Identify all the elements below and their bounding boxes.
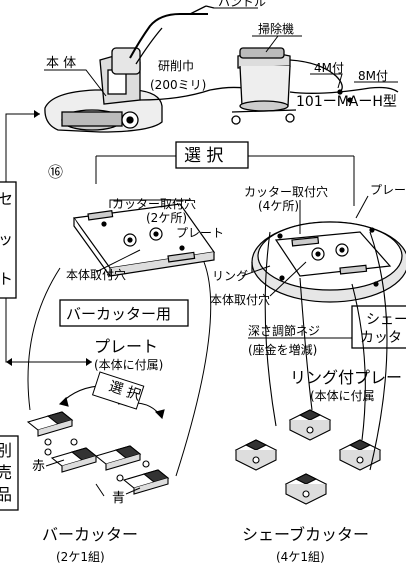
bar-cutter-use-box: バーカッター用 — [59, 299, 189, 327]
body-holes-left: 本体取付穴 — [66, 267, 126, 282]
set-char-2: ッ — [0, 230, 13, 248]
grinder-machine — [44, 5, 261, 133]
cleaner-label: 掃除機 — [258, 21, 294, 36]
bar-cutter-use-label: バーカッター用 — [66, 305, 171, 323]
vacuum-cleaner — [231, 47, 399, 125]
set-char-3: ト — [0, 270, 13, 288]
bar-plate — [72, 203, 216, 277]
left-set-box: セ ッ ト — [0, 110, 92, 366]
blue-label: 青 — [112, 491, 125, 506]
plate-title: プレート — [94, 337, 158, 356]
bar-plate-labels: カッター取付穴 (2ケ所) プレート 本体取付穴 — [66, 196, 224, 282]
depth-screw: 深さ調節ネジ — [248, 323, 320, 338]
sold-char-3: 品 — [0, 485, 12, 504]
cable-8m-label: 8M付 — [358, 69, 388, 83]
shave-cutter-box: シェー カッタ — [351, 305, 406, 349]
bar-cutters — [26, 385, 170, 495]
sold-char-1: 別 — [0, 441, 12, 460]
shave-cutters — [234, 231, 388, 505]
connector-lines — [27, 261, 212, 477]
washer-note: (座金を増減) — [248, 342, 317, 357]
cutter-holes-4: カッター取付穴 — [244, 184, 328, 199]
cutter-holes-2: カッター取付穴 — [112, 196, 196, 211]
shave-cutter-title: シェーブカッター — [242, 525, 369, 544]
handle-label: ハンドル — [218, 0, 266, 9]
bar-cutter-set: (2ケ1組) — [56, 550, 105, 564]
shave-box-line-2: カッタ — [360, 330, 402, 346]
cutter-holes-2-count: (2ケ所) — [146, 211, 187, 225]
circled-16: ⑯ — [48, 163, 63, 181]
ring-plate-title: リング付プレー — [290, 368, 402, 387]
model-label: 101ーMAーH型 — [296, 94, 397, 110]
sold-char-2: 売 — [0, 463, 12, 482]
plate-title-group: プレート (本体に付属) リング付プレー (本体に付属 — [94, 337, 402, 403]
grinding-width-label: 研削巾 — [158, 59, 194, 73]
cable-4m-label: 4M付 — [314, 61, 344, 75]
red-label: 赤 — [32, 459, 45, 474]
bar-cutter-title: バーカッター — [42, 525, 138, 544]
sold-separately-box: 別 売 品 — [0, 435, 19, 511]
shave-cutter-set: (4ケ1組) — [276, 550, 325, 564]
top-labels: ハンドル 本 体 研削巾 (200ミリ) 掃除機 4M付 8M付 101ーMAー… — [44, 0, 398, 110]
plate-label-1: プレート — [176, 226, 224, 240]
ring-label: リング — [212, 269, 248, 283]
bottom-labels: バーカッター (2ケ1組) シェーブカッター (4ケ1組) — [42, 525, 369, 564]
set-char-1: セ — [0, 190, 13, 208]
select-label: 選 択 — [184, 146, 223, 166]
plate-note: (本体に付属) — [94, 358, 163, 372]
grinding-width-mm: (200ミリ) — [150, 78, 206, 92]
main-body-label: 本 体 — [46, 56, 76, 71]
ring-plate — [251, 221, 406, 303]
body-holes-right: 本体取付穴 — [210, 292, 270, 307]
select-section: 選 択 ⑯ — [48, 141, 355, 206]
ring-plate-note: (本体に付属 — [310, 389, 375, 403]
plate-label-2: プレート — [370, 183, 406, 197]
cutter-holes-4-count: (4ケ所) — [258, 199, 299, 213]
bar-cutter-labels: 選 択 赤 青 — [32, 371, 145, 506]
